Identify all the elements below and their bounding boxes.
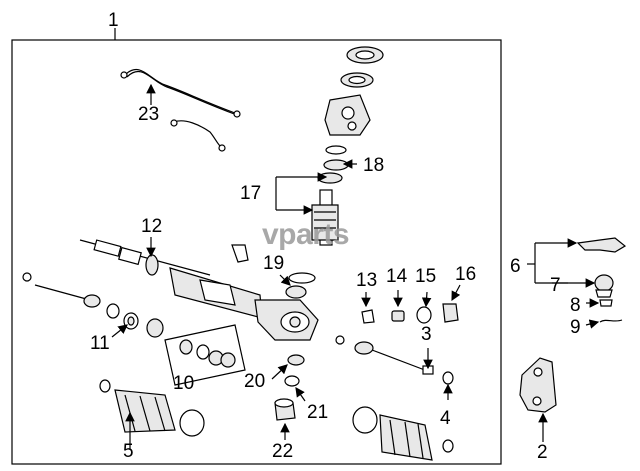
callout-22: 22 — [272, 441, 293, 462]
watermark-text: vparts — [262, 218, 349, 251]
callout-17: 17 — [240, 183, 261, 204]
leader-lines — [111, 83, 600, 450]
left-inner-tie-rod — [22, 272, 101, 308]
right-boot — [352, 371, 454, 461]
callout-12: 12 — [141, 216, 162, 237]
left-rings — [106, 303, 164, 338]
callout-16: 16 — [455, 264, 476, 285]
callout-1: 1 — [108, 10, 119, 31]
callout-2: 2 — [537, 442, 548, 463]
callout-4: 4 — [440, 408, 451, 429]
callout-15: 15 — [415, 266, 436, 287]
pinion-shaft — [311, 189, 339, 246]
callout-11: 11 — [90, 333, 110, 354]
valve-housing-stack — [317, 46, 384, 184]
callout-18: 18 — [363, 155, 384, 176]
callout-7: 7 — [550, 275, 561, 296]
callout-20: 20 — [244, 371, 265, 392]
rack-housing — [79, 239, 319, 341]
outer-tie-rod-end — [576, 237, 627, 323]
callout-10: 10 — [173, 373, 194, 394]
callout-9: 9 — [570, 317, 581, 338]
ring-19 — [285, 272, 316, 299]
callout-14: 14 — [386, 266, 408, 287]
callout-8: 8 — [570, 295, 581, 316]
callout-19: 19 — [263, 253, 284, 274]
callout-6: 6 — [510, 256, 521, 277]
callout-23: 23 — [138, 104, 159, 125]
mounting-bracket — [519, 357, 557, 413]
pressure-tubes — [120, 68, 241, 152]
seal-kit-box — [164, 324, 246, 386]
parts-20-22 — [274, 354, 305, 421]
right-inner-tie-rod — [335, 335, 434, 375]
callout-21: 21 — [307, 402, 328, 423]
callout-3: 3 — [421, 324, 432, 345]
callout-13: 13 — [356, 270, 377, 291]
bushings-13-16 — [361, 303, 459, 324]
assembly-frame — [11, 39, 502, 465]
callout-5: 5 — [123, 441, 134, 462]
